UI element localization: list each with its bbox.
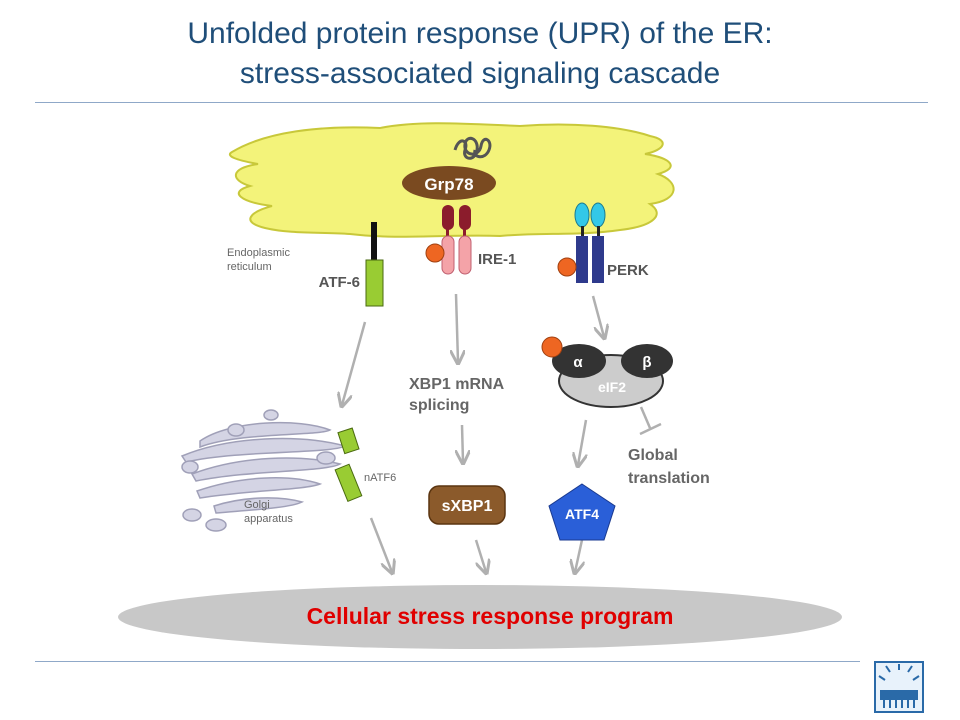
ire1-head-left — [442, 205, 454, 230]
eif2-phospho-icon — [541, 336, 563, 358]
ire1-body-right — [458, 235, 472, 275]
perk-stalk-left — [581, 226, 584, 238]
misfolded-protein-icon — [453, 136, 492, 160]
title-line-1: Unfolded protein response (UPR) of the E… — [187, 17, 773, 50]
perk-phospho-icon — [557, 257, 577, 277]
beta-label: β — [642, 354, 651, 371]
natf6-label: nATF6 — [364, 472, 396, 484]
perk-head-right — [590, 202, 606, 228]
title-line-2: stress-associated signaling cascade — [239, 57, 721, 90]
stress-program-label: Cellular stress response program — [307, 603, 674, 629]
sxbp1-label: sXBP1 — [442, 498, 493, 515]
global-translation-label: Global translation — [628, 447, 710, 487]
eif2-alpha-subunit — [552, 344, 606, 378]
atf6-label: ATF-6 — [319, 274, 360, 291]
eif2-beta-subunit — [621, 344, 673, 378]
eif2-label: eIF2 — [598, 379, 626, 395]
bottom-divider — [35, 661, 860, 662]
ire1-stalk-left — [446, 228, 449, 238]
natf6-fragment-upper — [337, 427, 360, 455]
inhibit-bar — [639, 422, 662, 436]
arrow-perk-down — [591, 295, 604, 337]
perk-body-right — [592, 236, 604, 283]
arrow-atf4-program — [575, 539, 582, 572]
arrow-ire1-down — [456, 293, 458, 362]
arrow-eif2-atf4 — [578, 419, 586, 465]
alpha-label: α — [573, 354, 583, 371]
ire1-label: IRE-1 — [478, 251, 516, 268]
atf6-receptor — [365, 259, 384, 307]
ire1-phospho-icon — [425, 243, 445, 263]
perk-head-left — [574, 202, 590, 228]
ire1-head-right — [459, 205, 471, 230]
atf4-pentagon — [548, 483, 616, 541]
sxbp1-box — [428, 485, 506, 525]
atf4-label: ATF4 — [565, 506, 599, 522]
xbp1-splicing-label: XBP1 mRNA splicing — [409, 376, 508, 414]
arrow-sxbp1-program — [474, 539, 486, 572]
grp78-label: Grp78 — [424, 175, 473, 194]
arrow-atf6-golgi — [342, 321, 367, 405]
perk-label: PERK — [607, 262, 649, 279]
perk-stalk-right — [597, 226, 600, 238]
golgi-apparatus — [180, 409, 348, 532]
natf6-fragment-lower — [334, 463, 363, 503]
arrow-splicing-sxbp1 — [462, 424, 463, 462]
atf6-anchor — [371, 222, 377, 262]
perk-body-left — [576, 236, 588, 283]
ire1-stalk-right — [463, 228, 466, 238]
golgi-label: Golgi apparatus — [244, 499, 293, 525]
arrow-natf6-program — [369, 517, 392, 572]
grp78-chaperone — [402, 166, 496, 200]
stress-program-oval — [118, 585, 842, 649]
top-divider — [35, 102, 928, 103]
institution-logo — [874, 661, 924, 713]
inhibit-global-translation — [639, 406, 652, 429]
